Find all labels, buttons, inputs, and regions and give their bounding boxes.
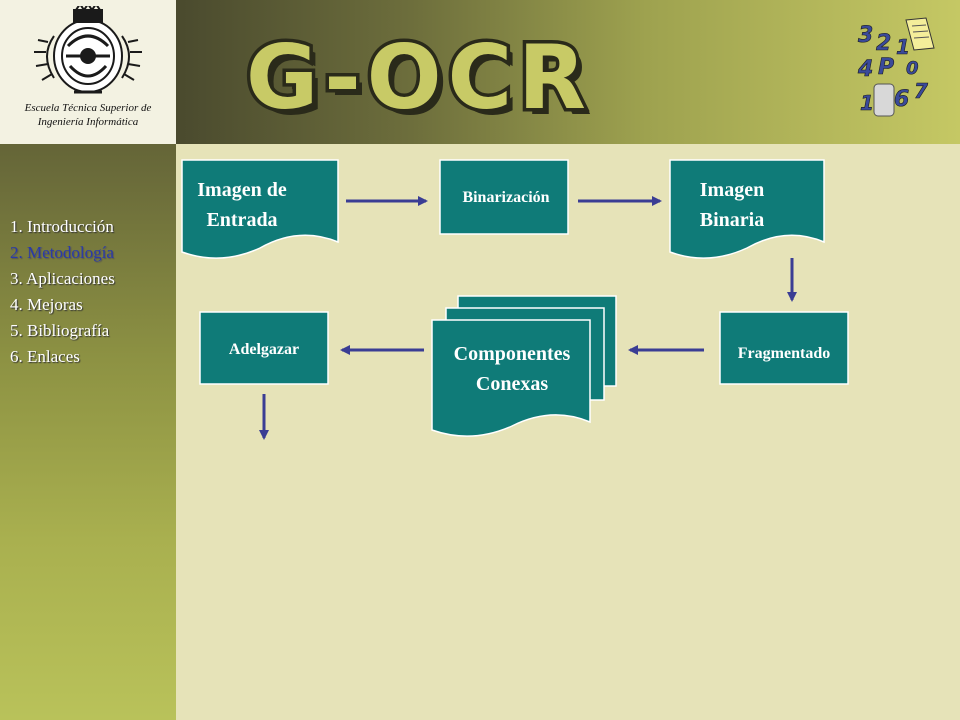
node-fragmentado: Fragmentado (719, 311, 849, 385)
ocr-glyph-2: 1 (896, 35, 910, 59)
ocr-glyph-6: 1 (860, 91, 874, 115)
header-banner: G-OCR G-OCR 3 2 1 4 P 0 1 6 7 (176, 0, 960, 144)
ocr-characters-icon: 3 2 1 4 P 0 1 6 7 (857, 17, 935, 117)
main-content: Imagen de Entrada Binarización Imagen Bi… (176, 144, 960, 720)
menu-item-metodologia[interactable]: 2. Metodología (10, 243, 114, 262)
ocr-glyph-4: P (878, 55, 894, 80)
node-binarizacion: Binarización (439, 159, 569, 235)
node-imagen-entrada: Imagen de Entrada (181, 159, 339, 259)
ocr-glyph-3: 4 (857, 57, 873, 82)
ocr-glyph-5: 0 (906, 58, 919, 79)
school-name-line2: Ingeniería Informática (37, 116, 139, 128)
node-imagen-entrada-line1: Imagen de (197, 179, 287, 201)
node-componentes-conexas-line1: Componentes (454, 343, 571, 365)
menu-item-aplicaciones[interactable]: 3. Aplicaciones (10, 269, 115, 288)
school-name: Escuela Técnica Superior de Ingeniería I… (0, 101, 176, 129)
menu-item-enlaces[interactable]: 6. Enlaces (10, 347, 80, 366)
school-name-line1: Escuela Técnica Superior de (24, 102, 152, 114)
ocr-glyph-0: 3 (858, 23, 873, 48)
page-title: G-OCR G-OCR (246, 23, 598, 125)
node-componentes-conexas: Componentes Conexas (431, 295, 617, 437)
page-title-shadow: G-OCR (252, 32, 598, 124)
school-logo-box: Escuela Técnica Superior de Ingeniería I… (0, 0, 176, 144)
ocr-glyph-7: 6 (894, 87, 909, 112)
school-seal-icon (34, 6, 142, 94)
node-imagen-binaria-line2: Binaria (700, 209, 764, 231)
node-adelgazar-label: Adelgazar (229, 341, 299, 358)
node-adelgazar: Adelgazar (199, 311, 329, 385)
node-imagen-entrada-line2: Entrada (206, 209, 277, 231)
node-fragmentado-label: Fragmentado (738, 345, 830, 362)
ocr-glyph-8: 7 (914, 79, 928, 103)
menu-item-bibliografia[interactable]: 5. Bibliografía (10, 321, 110, 340)
node-imagen-binaria: Imagen Binaria (669, 159, 825, 259)
ocr-glyph-1: 2 (876, 31, 891, 56)
page-title-text: G-OCR (246, 26, 592, 124)
node-componentes-conexas-line2: Conexas (476, 373, 548, 395)
node-imagen-binaria-line1: Imagen (700, 179, 764, 201)
sidebar: Escuela Técnica Superior de Ingeniería I… (0, 0, 176, 720)
navigation-menu: 1. Introducción 2. Metodología 3. Aplica… (10, 214, 175, 370)
menu-item-introduccion[interactable]: 1. Introducción (10, 217, 114, 236)
process-flow-diagram: Imagen de Entrada Binarización Imagen Bi… (181, 159, 849, 440)
node-binarizacion-label: Binarización (462, 189, 549, 206)
menu-item-mejoras[interactable]: 4. Mejoras (10, 295, 83, 314)
